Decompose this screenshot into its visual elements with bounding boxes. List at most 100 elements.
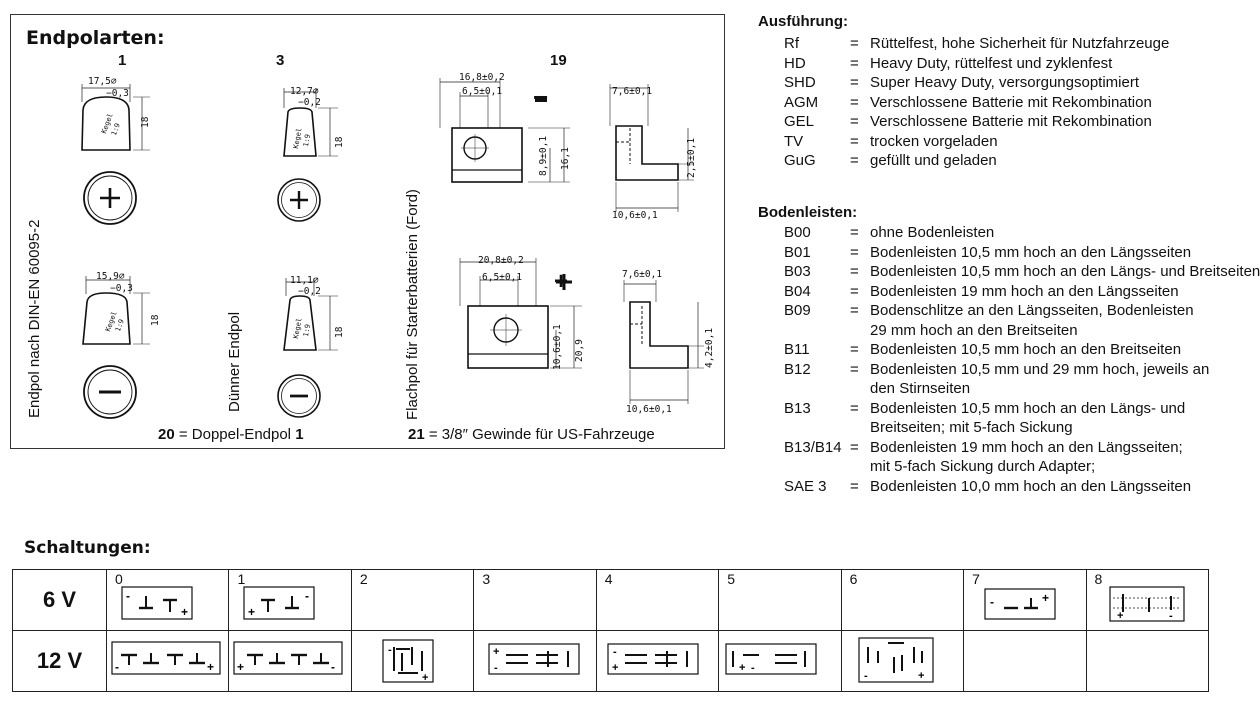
dim-p1b-top-tol: −0,3 — [110, 283, 133, 294]
bodenleisten-desc: den Stirnseiten — [870, 380, 971, 397]
vlabel-flachpol: Flachpol für Starterbatterien (Ford) — [404, 189, 421, 420]
bodenleisten-row: mit 5-fach Sickung durch Adapter; — [784, 457, 1260, 477]
svg-text:+: + — [612, 662, 618, 674]
circuit-12v-4: - + — [607, 643, 699, 675]
circuit-12v-3: + - — [488, 643, 580, 675]
bodenleisten-desc: ohne Bodenleisten — [870, 224, 995, 241]
circuit-12v-5: + - — [725, 643, 817, 675]
vlabel-din: Endpol nach DIN-EN 60095-2 — [26, 219, 43, 418]
ausfuehrung-row: SHD=Super Heavy Duty, versorgungsoptimie… — [784, 73, 1169, 93]
circuit-6v-7: - + — [984, 588, 1056, 620]
col-num-6: 6 — [849, 571, 858, 587]
bodenleisten-row: 29 mm hoch an den Breitseiten — [784, 321, 1260, 341]
svg-text:-: - — [613, 646, 617, 658]
equals-sign: = — [850, 263, 859, 280]
circuit-6v-8: + - — [1108, 586, 1185, 622]
bodenleisten-desc: 29 mm hoch an den Breitseiten — [870, 321, 1078, 339]
bodenleisten-row: den Stirnseiten — [784, 379, 1260, 399]
bodenleisten-row: Breitseiten; mit 5-fach Sickung — [784, 418, 1260, 438]
bodenleisten-code: B13/B14 — [784, 438, 842, 456]
schaltungen-title: Schaltungen: — [24, 538, 151, 558]
svg-text:+: + — [207, 660, 214, 674]
dim-f19p-side-b: 10,6±0,1 — [626, 404, 672, 415]
endpolarten-title: Endpolarten: — [26, 27, 165, 49]
col-num-4: 4 — [604, 571, 613, 587]
svg-text:-: - — [331, 660, 335, 674]
cell-12v-1: + - — [228, 630, 352, 692]
dim-f19-h2: 16,1 — [560, 147, 571, 170]
footer-20: 20 = Doppel-Endpol 1 — [158, 426, 304, 443]
equals-sign: = — [850, 438, 859, 456]
cell-6v-6: 6 — [840, 569, 965, 631]
ausfuehrung-desc: Rüttelfest, hohe Sicherheit für Nutzfahr… — [870, 35, 1170, 52]
ausfuehrung-row: HD=Heavy Duty, rüttelfest und zyklenfest — [784, 54, 1169, 74]
svg-text:+: + — [918, 670, 924, 682]
dim-f19p-w: 20,8±0,2 — [478, 255, 524, 266]
ausfuehrung-code: GEL — [784, 113, 815, 130]
pole-1-minus-symbol — [83, 365, 137, 419]
svg-text:-: - — [388, 644, 392, 656]
cell-12v-5: + - — [718, 630, 842, 692]
bodenleisten-code: B13 — [784, 399, 811, 417]
dim-p1b-top: 15,9⌀ — [96, 271, 125, 282]
cell-6v-2: 2 — [350, 569, 475, 631]
cell-12v-4: - + — [595, 630, 720, 692]
ausfuehrung-desc: Verschlossene Batterie mit Rekombination — [870, 93, 1152, 111]
dim-f19-w: 16,8±0,2 — [459, 72, 505, 83]
bodenleisten-desc: Bodenleisten 19 mm hoch an den Längsseit… — [870, 282, 1179, 300]
equals-sign: = — [850, 54, 859, 72]
dim-p3b-h: 18 — [334, 326, 345, 338]
dim-f19p-h1: 10,6±0,1 — [552, 324, 563, 370]
bodenleisten-row: B13/B14 = Bodenleisten 19 mm hoch an den L… — [784, 438, 1260, 458]
bodenleisten-desc: Bodenleisten 19 mm hoch an den Längsseit… — [870, 438, 1183, 456]
footer-21-text: = 3/8″ Gewinde für US-Fahrzeuge — [424, 426, 655, 443]
cell-12v-0: - + — [105, 630, 230, 692]
equals-sign: = — [850, 35, 859, 52]
bodenleisten-row: B00=ohne Bodenleisten — [784, 223, 1260, 243]
dim-p3-h: 18 — [334, 136, 345, 148]
col-num-2: 2 — [359, 571, 368, 587]
pole-1-minus-drawing — [82, 276, 150, 345]
ausfuehrung-row: GEL=Verschlossene Batterie mit Rekombina… — [784, 112, 1169, 132]
dim-f19p-h2: 20,9 — [574, 339, 585, 362]
circuit-6v-0: - + — [121, 586, 193, 620]
ausfuehrung-desc: Verschlossene Batterie mit Rekombination — [870, 113, 1152, 130]
col-num-5: 5 — [727, 571, 735, 587]
bodenleisten-code: SAE 3 — [784, 477, 827, 495]
footer-20-num: 20 — [158, 426, 175, 443]
svg-text:+: + — [1117, 610, 1123, 622]
col-num-1: 1 — [237, 571, 246, 587]
cell-6v-1: 1 + - — [228, 569, 352, 631]
ausfuehrung-row: Rf = Rüttelfest, hohe Sicherheit für Nutzf… — [784, 34, 1169, 54]
ausfuehrung-code: SHD — [784, 74, 816, 91]
ausfuehrung-code: Rf — [784, 35, 799, 52]
bodenleisten-code: B01 — [784, 243, 811, 261]
bodenleisten-row: B11=Bodenleisten 10,5 mm hoch an den Bre… — [784, 340, 1260, 360]
col-num-3: 3 — [482, 571, 491, 587]
svg-text:+: + — [181, 605, 188, 619]
cell-6v-5: 5 — [718, 569, 842, 631]
svg-text:+: + — [248, 605, 255, 619]
col-num-8: 8 — [1094, 571, 1103, 587]
bodenleisten-desc: Bodenschlitze an den Längsseiten, Bodenl… — [870, 302, 1194, 319]
equals-sign: = — [850, 302, 859, 319]
pole-1-plus-symbol — [83, 171, 137, 225]
bodenleisten-desc: Bodenleisten 10,5 mm hoch an den Längs- … — [870, 263, 1260, 280]
ausfuehrung-desc: trocken vorgeladen — [870, 132, 998, 150]
equals-sign: = — [850, 243, 859, 261]
dim-f19-side-h: 2,5±0,1 — [686, 137, 697, 178]
bodenleisten-code: B12 — [784, 360, 811, 378]
cell-6v-3: 3 — [473, 569, 597, 631]
row-label-12v: 12 V — [12, 630, 107, 692]
circuit-12v-2: - + — [382, 639, 434, 684]
svg-text:-: - — [864, 670, 868, 682]
svg-text:+: + — [739, 662, 745, 674]
svg-text:+: + — [1042, 591, 1049, 605]
dim-f19-side-w: 7,6±0,1 — [612, 86, 653, 97]
svg-text:-: - — [1169, 610, 1173, 622]
pole-3-minus-drawing — [283, 278, 338, 351]
vlabel-duenner: Dünner Endpol — [226, 311, 243, 412]
dim-f19p-hole: 6,5±0,1 — [482, 272, 523, 283]
cell-12v-6: - + — [840, 630, 965, 692]
flachpol-plus-drawing — [459, 258, 704, 404]
